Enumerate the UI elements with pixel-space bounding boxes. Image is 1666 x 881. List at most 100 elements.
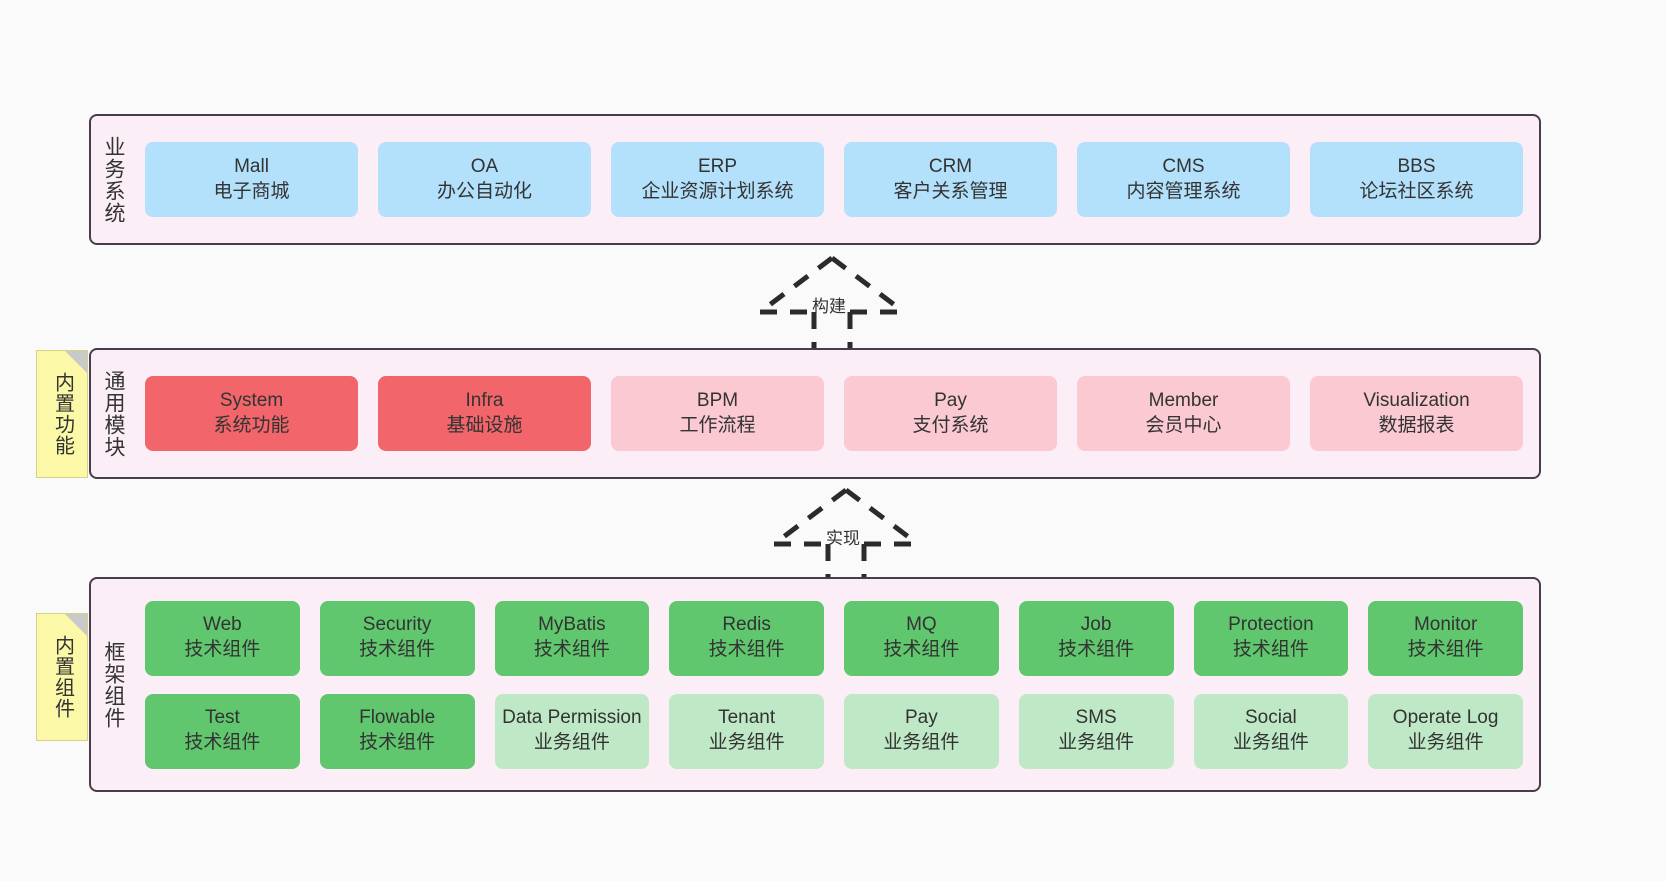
card-sms[interactable]: SMS 业务组件 (1018, 693, 1174, 769)
card-redis[interactable]: Redis 技术组件 (669, 600, 824, 676)
card-infra[interactable]: Infra 基础设施 (378, 376, 591, 451)
card-data-permission[interactable]: Data Permission 业务组件 (494, 693, 650, 769)
card-mybatis[interactable]: MyBatis 技术组件 (494, 600, 650, 676)
layer-body-framework-component: Web 技术组件 Security 技术组件 MyBatis 技术组件 Redi… (135, 579, 1539, 790)
card-subtitle: 技术组件 (184, 639, 261, 660)
card-subtitle: 工作流程 (679, 414, 756, 436)
connector-label-build: 构建 (812, 297, 846, 316)
card-subtitle: 技术组件 (359, 639, 436, 660)
card-subtitle: 业务组件 (883, 732, 960, 753)
card-cms[interactable]: CMS 内容管理系统 (1077, 142, 1290, 217)
card-web[interactable]: Web 技术组件 (145, 600, 300, 676)
card-title: CRM (928, 155, 973, 177)
card-title: Data Permission (502, 707, 642, 729)
card-pay-module[interactable]: Pay 支付系统 (844, 376, 1057, 451)
card-flowable[interactable]: Flowable 技术组件 (319, 693, 475, 769)
card-subtitle: 系统功能 (213, 414, 290, 436)
card-subtitle: 办公自动化 (436, 180, 532, 202)
card-subtitle: 企业资源计划系统 (641, 180, 794, 202)
card-title: Monitor (1413, 614, 1478, 636)
card-title: ERP (697, 155, 738, 177)
card-subtitle: 技术组件 (184, 732, 261, 753)
card-subtitle: 业务组件 (1232, 732, 1309, 753)
card-tenant[interactable]: Tenant 业务组件 (669, 693, 824, 769)
card-member[interactable]: Member 会员中心 (1077, 376, 1290, 451)
card-title: Security (362, 614, 432, 636)
card-title: SMS (1075, 707, 1117, 729)
layer-title-common-module: 通用模块 (102, 369, 126, 458)
card-subtitle: 电子商城 (213, 180, 290, 202)
card-title: Test (204, 707, 240, 729)
card-row: System 系统功能 Infra 基础设施 BPM 工作流程 Pay 支付系统… (145, 376, 1523, 451)
card-title: Social (1245, 707, 1297, 729)
card-title: Infra (465, 389, 504, 411)
card-protection[interactable]: Protection 技术组件 (1193, 600, 1349, 676)
card-bpm[interactable]: BPM 工作流程 (611, 376, 824, 451)
card-job[interactable]: Job 技术组件 (1018, 600, 1174, 676)
card-row: Mall 电子商城 OA 办公自动化 ERP 企业资源计划系统 CRM 客户关系… (145, 142, 1523, 217)
card-title: Protection (1228, 614, 1314, 636)
card-title: CMS (1162, 155, 1205, 177)
sticky-note-builtin-component: 内置组件 (36, 613, 88, 741)
layer-business-system: 业务系统 Mall 电子商城 OA 办公自动化 ERP 企业资源计划系统 CRM… (89, 114, 1541, 245)
card-title: OA (470, 155, 499, 177)
card-oa[interactable]: OA 办公自动化 (378, 142, 591, 217)
card-system[interactable]: System 系统功能 (145, 376, 358, 451)
card-subtitle: 技术组件 (359, 732, 436, 753)
card-title: Visualization (1363, 389, 1470, 411)
card-operate-log[interactable]: Operate Log 业务组件 (1368, 693, 1523, 769)
layer-body-business-system: Mall 电子商城 OA 办公自动化 ERP 企业资源计划系统 CRM 客户关系… (135, 116, 1539, 243)
card-erp[interactable]: ERP 企业资源计划系统 (611, 142, 824, 217)
card-title: Mall (234, 155, 269, 177)
card-subtitle: 业务组件 (1058, 732, 1135, 753)
card-title: System (219, 389, 284, 411)
layer-title-business-system: 业务系统 (102, 135, 126, 224)
sticky-note-label: 内置组件 (51, 635, 74, 719)
layer-common-module: 通用模块 System 系统功能 Infra 基础设施 BPM 工作流程 Pay… (89, 348, 1541, 479)
card-subtitle: 技术组件 (1232, 639, 1309, 660)
layer-body-common-module: System 系统功能 Infra 基础设施 BPM 工作流程 Pay 支付系统… (135, 350, 1539, 477)
card-mq[interactable]: MQ 技术组件 (844, 600, 999, 676)
card-title: MyBatis (538, 614, 606, 636)
card-subtitle: 论坛社区系统 (1359, 180, 1474, 202)
layer-title-framework-component: 框架组件 (102, 640, 126, 729)
card-monitor[interactable]: Monitor 技术组件 (1368, 600, 1523, 676)
card-pay-component[interactable]: Pay 业务组件 (844, 693, 999, 769)
layer-framework-component: 框架组件 Web 技术组件 Security 技术组件 MyBatis 技术组件… (89, 577, 1541, 792)
card-title: Operate Log (1392, 707, 1499, 729)
card-subtitle: 技术组件 (883, 639, 960, 660)
card-social[interactable]: Social 业务组件 (1193, 693, 1349, 769)
sticky-note-label: 内置功能 (51, 372, 74, 456)
card-title: Pay (905, 707, 938, 729)
folded-corner-icon (65, 614, 87, 636)
sticky-note-builtin-function: 内置功能 (36, 350, 88, 478)
card-subtitle: 客户关系管理 (893, 180, 1008, 202)
card-subtitle: 业务组件 (533, 732, 610, 753)
card-subtitle: 技术组件 (708, 639, 785, 660)
card-row: Web 技术组件 Security 技术组件 MyBatis 技术组件 Redi… (145, 600, 1523, 676)
card-crm[interactable]: CRM 客户关系管理 (844, 142, 1057, 217)
card-bbs[interactable]: BBS 论坛社区系统 (1310, 142, 1523, 217)
card-mall[interactable]: Mall 电子商城 (145, 142, 358, 217)
card-subtitle: 会员中心 (1145, 414, 1222, 436)
card-title: Tenant (718, 707, 776, 729)
card-subtitle: 基础设施 (446, 414, 523, 436)
card-visualization[interactable]: Visualization 数据报表 (1310, 376, 1523, 451)
card-test[interactable]: Test 技术组件 (145, 693, 300, 769)
card-row: Test 技术组件 Flowable 技术组件 Data Permission … (145, 693, 1523, 769)
card-title: Member (1148, 389, 1219, 411)
card-title: MQ (906, 614, 937, 636)
card-title: Web (203, 614, 242, 636)
folded-corner-icon (65, 351, 87, 373)
card-title: Pay (934, 389, 967, 411)
card-subtitle: 技术组件 (533, 639, 610, 660)
card-subtitle: 业务组件 (1407, 732, 1484, 753)
card-title: Redis (722, 614, 771, 636)
card-title: BBS (1397, 155, 1436, 177)
connector-label-implement: 实现 (826, 529, 860, 548)
card-title: Flowable (359, 707, 436, 729)
card-subtitle: 技术组件 (1407, 639, 1484, 660)
card-subtitle: 技术组件 (1058, 639, 1135, 660)
card-security[interactable]: Security 技术组件 (319, 600, 475, 676)
